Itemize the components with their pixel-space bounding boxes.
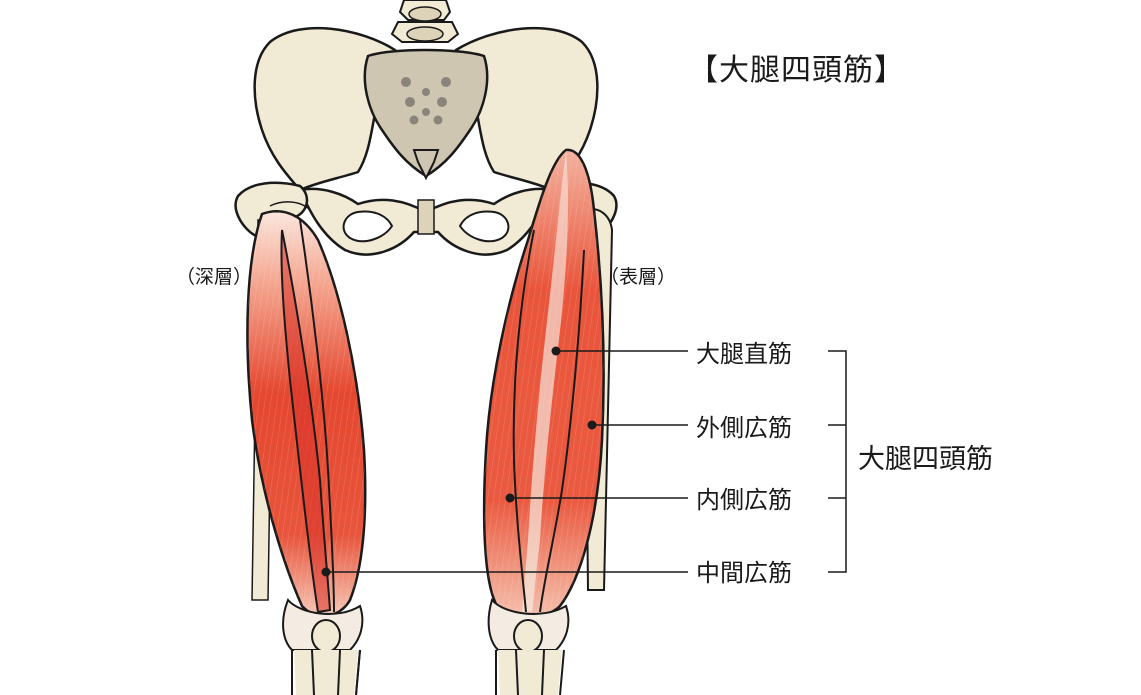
- label-rectus-femoris: 大腿直筋: [696, 340, 792, 368]
- dot-vastus-medialis: [505, 493, 515, 503]
- left-vastus-intermedius: [280, 229, 332, 614]
- left-obturator-foramen: [342, 210, 394, 243]
- pelvis: [253, 26, 599, 256]
- coccyx: [412, 149, 440, 181]
- pubic-symphysis: [417, 199, 435, 235]
- group-bracket: [828, 350, 847, 573]
- dot-rectus-femoris: [551, 346, 561, 356]
- lumbar-spine: [390, 0, 460, 43]
- right-rectus-femoris-tendon: [522, 150, 568, 612]
- right-thigh-superficial-layer: [482, 148, 614, 695]
- dot-vastus-lateralis: [587, 420, 597, 430]
- diagram-title: 【大腿四頭筋】: [688, 53, 905, 88]
- sacral-foramina: [401, 77, 451, 125]
- leader-lines: [326, 350, 688, 573]
- left-thigh-deep-layer: [246, 210, 367, 695]
- group-label-quadriceps: 大腿四頭筋: [858, 444, 993, 475]
- deep-layer-label: （深層）: [176, 266, 253, 288]
- right-patella: [513, 619, 543, 653]
- dot-vastus-intermedius: [321, 567, 331, 577]
- leader-dots: [321, 346, 597, 577]
- label-vastus-lateralis: 外側広筋: [696, 414, 792, 442]
- label-vastus-intermedius: 中間広筋: [696, 559, 792, 587]
- label-vastus-medialis: 内側広筋: [696, 486, 792, 514]
- superficial-layer-label: （表層）: [600, 266, 677, 288]
- left-patella: [311, 619, 341, 653]
- right-obturator-foramen: [458, 210, 510, 243]
